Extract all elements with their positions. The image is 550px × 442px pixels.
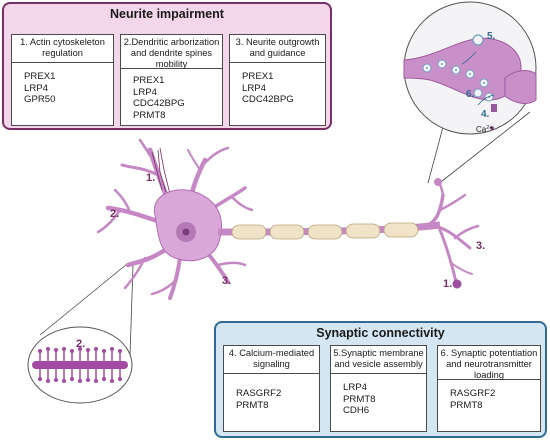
gene-label: PRMT8 [343, 393, 376, 405]
dendritic-spine-heads [38, 347, 122, 383]
gene-label: LRP4 [24, 82, 48, 94]
dendrite-inset [27, 326, 133, 404]
nucleolus [182, 228, 190, 236]
neurite-impairment-title: Neurite impairment [110, 7, 224, 21]
signal-arrow [477, 94, 495, 106]
synapse-inset [403, 1, 537, 135]
vesicle-arrow [461, 51, 477, 65]
calcium-ion [490, 126, 494, 130]
soma [153, 189, 223, 262]
zoom-line [129, 265, 134, 356]
gene-label: PRMT8 [133, 109, 166, 121]
gene-label: CDH6 [343, 405, 370, 416]
gene-label: LRP4 [242, 82, 266, 94]
neurite-outgrowth-header: 3. Neurite outgrowth and guidance [230, 35, 325, 63]
synaptic-membrane-box: 5.Synaptic membrane and vesicle assembly… [330, 345, 427, 432]
dendrites [96, 138, 254, 300]
calcium-signaling-header: 4. Calcium-mediated signaling [224, 346, 319, 374]
neurite-impairment-panel: Neurite impairment 1. Actin cytoskeleton… [2, 2, 332, 130]
zoom-line [427, 111, 448, 184]
gene-label: PREX1 [24, 71, 56, 82]
gene-label: CDC42BPG [133, 98, 185, 109]
label-actin: 1. [146, 172, 155, 184]
calcium-charge: 2+ [486, 125, 492, 131]
dendritic-arborization-box: 2.Dendritic arborization and dendrite sp… [120, 34, 223, 126]
neurite-outgrowth-box: 3. Neurite outgrowth and guidance PREX1 … [229, 34, 326, 126]
actin-cytoskeleton-box: 1. Actin cytoskeleton regulation PREX1 L… [11, 34, 114, 126]
axon-terminals [418, 178, 480, 284]
synaptic-potentiation-header: 6. Synaptic potentiation and neurotransm… [438, 346, 540, 380]
axon [217, 221, 441, 236]
label-potentiation: 6. [466, 89, 475, 100]
zoom-line [39, 263, 128, 336]
label-dendrite: 2. [110, 208, 119, 220]
dendritic-spines [39, 350, 121, 380]
gene-label: PREX1 [133, 75, 165, 86]
label-inset-dendrite: 2. [76, 338, 85, 350]
vesicle-budding [472, 34, 484, 46]
synaptic-membrane-header: 5.Synaptic membrane and vesicle assembly [331, 346, 426, 374]
label-vesicle-assembly: 5. [487, 31, 496, 42]
gene-label: RASGRF2 [236, 388, 282, 399]
synaptic-vesicles [422, 59, 494, 102]
gene-label: LRP4 [133, 86, 157, 98]
neurotransmitters [426, 63, 490, 98]
gene-label: PRMT8 [450, 399, 483, 411]
synaptic-connectivity-panel: Synaptic connectivity 4. Calcium-mediate… [214, 321, 547, 438]
dendritic-arborization-header: 2.Dendritic arborization and dendrite sp… [121, 35, 222, 69]
calcium-channel [491, 104, 497, 112]
gene-label: PRMT8 [236, 399, 269, 411]
calcium-base: Ca [476, 125, 487, 134]
label-outgrowth: 3. [222, 275, 231, 287]
presynaptic-terminal [403, 37, 522, 101]
dendrite-shaft [32, 361, 128, 369]
myelin-sheath [231, 222, 419, 240]
terminal-bouton [434, 178, 442, 186]
zoom-line [436, 111, 531, 186]
calcium-signaling-box: 4. Calcium-mediated signaling RASGRF2 PR… [223, 345, 320, 432]
label-terminal-outgrowth: 3. [476, 240, 485, 252]
label-terminal-actin: 1. [443, 278, 452, 290]
synaptic-connectivity-title: Synaptic connectivity [316, 326, 445, 340]
synaptic-potentiation-box: 6. Synaptic potentiation and neurotransm… [437, 345, 541, 432]
actin-cytoskeleton-header: 1. Actin cytoskeleton regulation [12, 35, 113, 63]
calcium-label: Ca2+ [476, 125, 493, 134]
gene-label: RASGRF2 [450, 388, 496, 399]
gene-label: PREX1 [242, 71, 274, 82]
postsynaptic-spine [504, 70, 537, 104]
label-calcium-signaling: 4. [481, 109, 490, 120]
gene-label: CDC42BPG [242, 94, 294, 105]
gene-label: LRP4 [343, 382, 367, 393]
terminal-bouton [452, 279, 462, 289]
actin-filaments [151, 147, 171, 195]
gene-label: GPR50 [24, 94, 56, 105]
nucleus [176, 222, 196, 242]
